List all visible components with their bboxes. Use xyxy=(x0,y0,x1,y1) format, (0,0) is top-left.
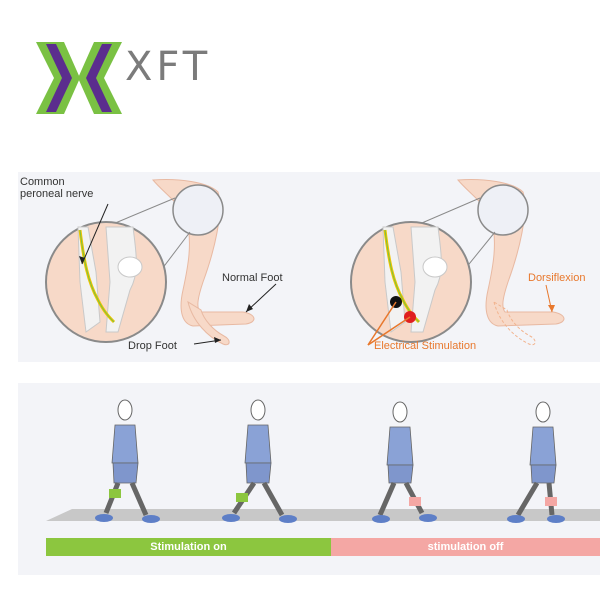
stimulation-on-bar xyxy=(46,538,331,556)
walker-figure-4 xyxy=(507,401,565,523)
walking-illustration xyxy=(46,399,600,556)
stimulation-off-label: stimulation off xyxy=(427,541,504,553)
logo-mark-left-green xyxy=(36,42,80,114)
logo-mark-right-purple xyxy=(86,44,112,112)
left-leg-illustration xyxy=(45,179,255,346)
drop-foot-diagram-panel: Common peroneal nerve Normal Foot Drop F… xyxy=(18,172,600,362)
walker-figure-3 xyxy=(372,401,437,523)
normal-foot-label: Normal Foot xyxy=(222,272,283,284)
right-leg-illustration xyxy=(350,179,565,346)
logo-mark-left-purple xyxy=(46,44,72,112)
electrical-stimulation-label: Electrical Stimulation xyxy=(374,340,477,352)
stimulation-on-label: Stimulation on xyxy=(150,541,227,553)
drop-foot-label: Drop Foot xyxy=(128,340,177,352)
nerve-label: Common peroneal nerve xyxy=(20,176,94,200)
drop-foot-illustration xyxy=(45,179,565,346)
xft-logo xyxy=(36,42,122,114)
walker-figure-1 xyxy=(95,399,160,523)
stimulation-off-bar xyxy=(331,538,600,556)
logo-text: XFT xyxy=(125,44,212,90)
dorsiflexion-label: Dorsiflexion xyxy=(528,272,586,284)
walking-diagram-panel: Stimulation on stimulation off xyxy=(18,383,600,575)
walker-figure-2 xyxy=(222,399,297,523)
logo-mark-right-green xyxy=(78,42,122,114)
